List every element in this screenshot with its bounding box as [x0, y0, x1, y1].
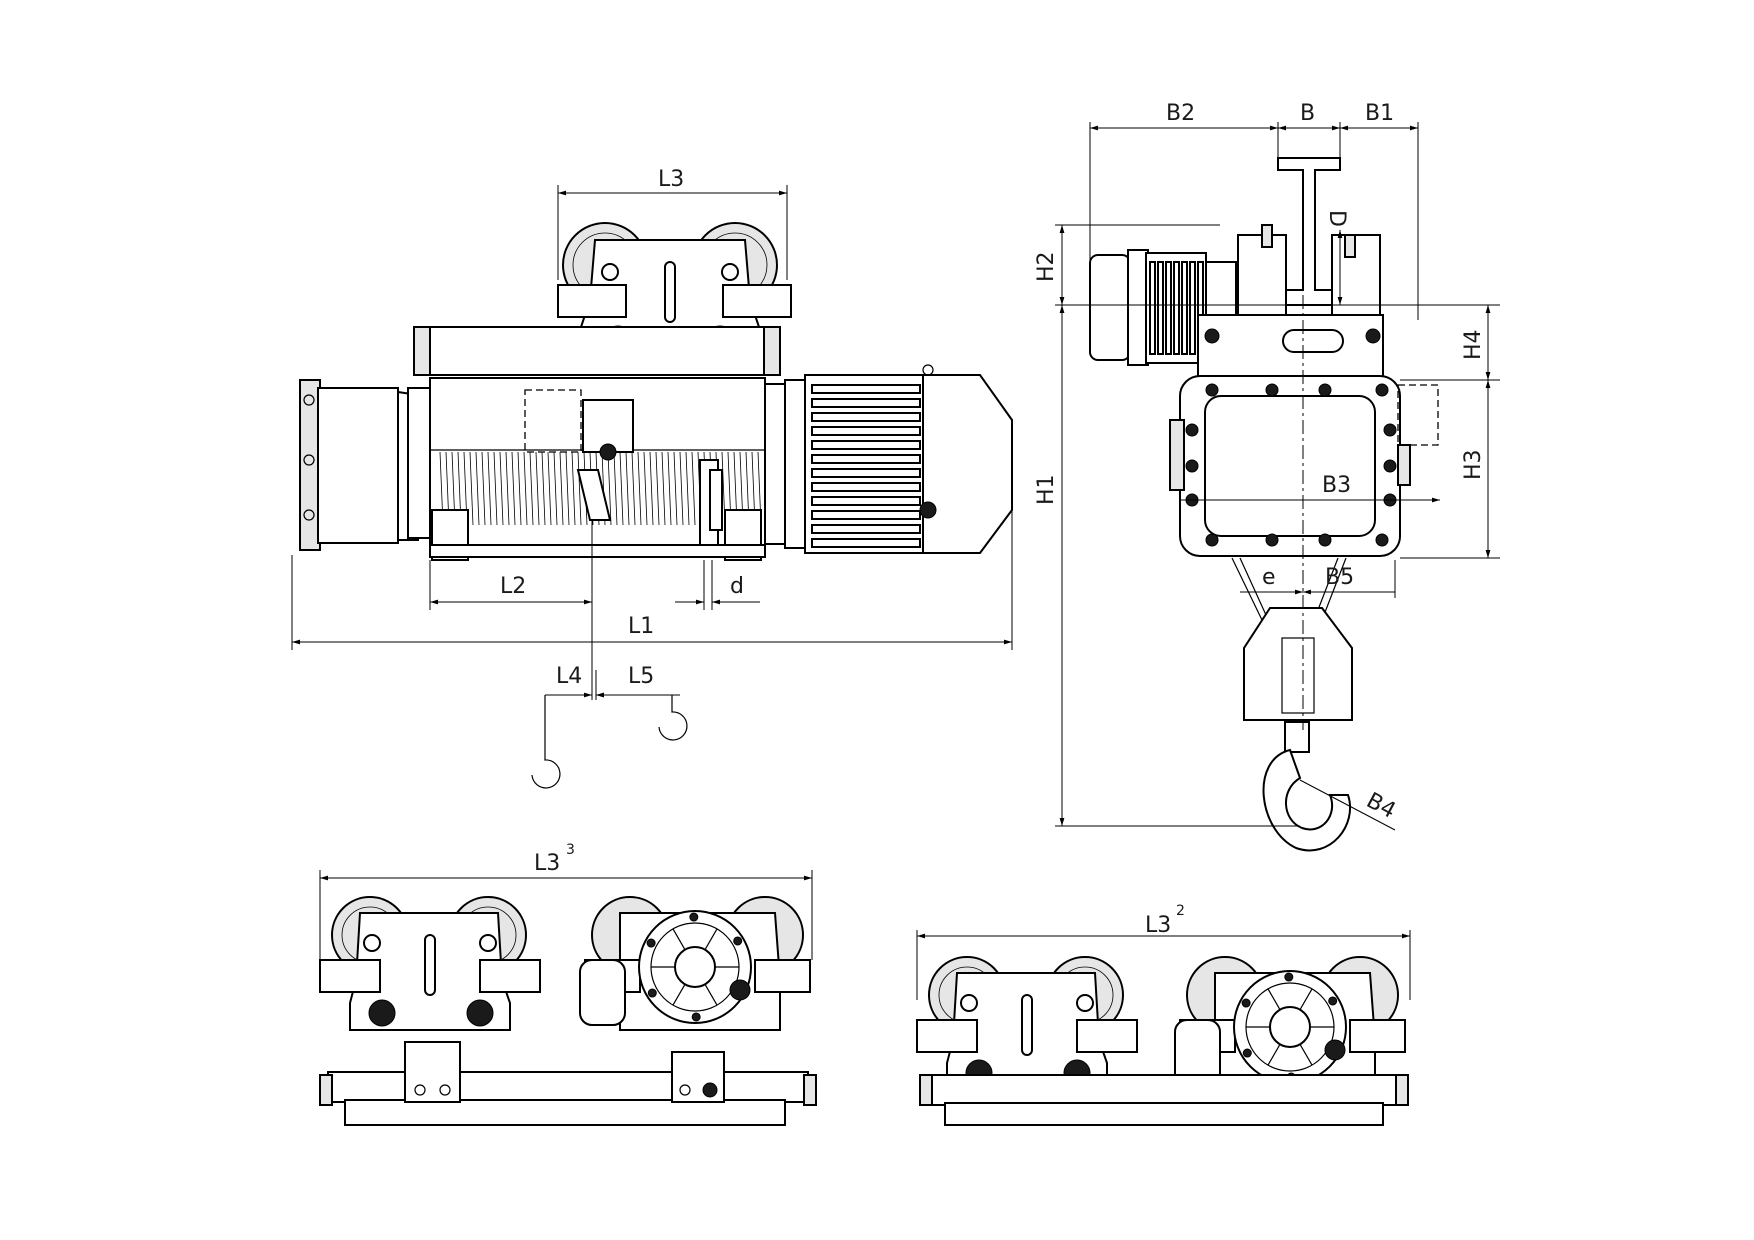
dim-label-H3: H3	[1461, 449, 1486, 480]
dim-label-H2: H2	[1034, 251, 1059, 282]
dim-label-L4: L4	[556, 664, 582, 689]
dim-label-B3: B3	[1322, 473, 1351, 498]
dim-label-L2: L2	[500, 574, 526, 599]
dim-label-d: d	[730, 574, 744, 599]
dim-label-L3-2-superscript: 2	[1176, 903, 1185, 919]
rope-drum	[429, 377, 766, 561]
dim-label-B5: B5	[1325, 565, 1354, 590]
gearbox-housing	[299, 379, 431, 551]
hook-symbol-left	[531, 695, 561, 789]
dim-label-L1: L1	[628, 614, 654, 639]
hoist-body-end	[1169, 375, 1439, 557]
trolley-variant-3: L3 3	[319, 842, 817, 1126]
dim-label-D: D	[1324, 210, 1349, 227]
hook-symbol-right	[658, 695, 688, 741]
dim-label-e: e	[1262, 565, 1276, 590]
dim-label-B1: B1	[1365, 101, 1394, 126]
end-view: B2 B B1 D H2 H4 H3 H1 B3 e B5 B4	[1034, 101, 1500, 852]
trolley-variant-2: L3 2	[916, 903, 1411, 1126]
dim-label-L3-2: L3	[1145, 913, 1171, 938]
dim-label-L3-3: L3	[534, 851, 560, 876]
dim-label-H4: H4	[1461, 329, 1486, 360]
dim-label-B2: B2	[1166, 101, 1195, 126]
dim-label-B4: B4	[1362, 788, 1399, 824]
dim-label-L5: L5	[628, 664, 654, 689]
hoist-motor	[764, 364, 1013, 554]
trolley-motor	[1089, 249, 1237, 366]
dim-label-B: B	[1300, 101, 1315, 126]
dim-label-H1: H1	[1034, 474, 1059, 505]
hook-block	[1243, 607, 1353, 852]
side-view: L3 L2 d L1 L4 L5	[291, 167, 1013, 789]
dim-label-L3-3-superscript: 3	[566, 842, 575, 858]
dim-label-L3: L3	[658, 167, 684, 192]
